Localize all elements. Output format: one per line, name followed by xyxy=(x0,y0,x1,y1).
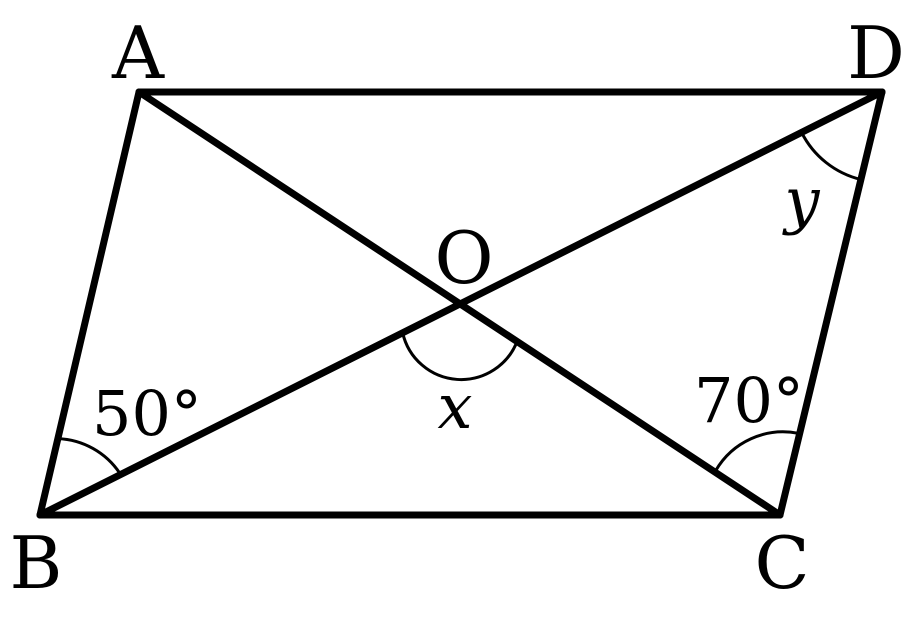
angle-arc-acb xyxy=(714,430,799,472)
angle-label-bdc: y xyxy=(781,164,820,237)
angle-arc-bdc xyxy=(800,131,862,181)
side-dc xyxy=(776,88,886,519)
vertex-label-d: D xyxy=(847,11,905,95)
vertex-label-c: C xyxy=(754,521,809,605)
vertex-label-a: A xyxy=(111,11,165,95)
angle-arc-abd xyxy=(57,437,121,474)
angle-arc-boc xyxy=(401,332,519,382)
vertex-label-o: O xyxy=(434,216,493,300)
angle-label-abd: 50° xyxy=(92,377,202,450)
angle-label-boc: x xyxy=(438,370,473,443)
diagonal-bd xyxy=(36,88,886,519)
angle-label-acb: 70° xyxy=(694,364,804,437)
vertex-label-b: B xyxy=(10,521,63,605)
side-ba xyxy=(36,88,143,519)
